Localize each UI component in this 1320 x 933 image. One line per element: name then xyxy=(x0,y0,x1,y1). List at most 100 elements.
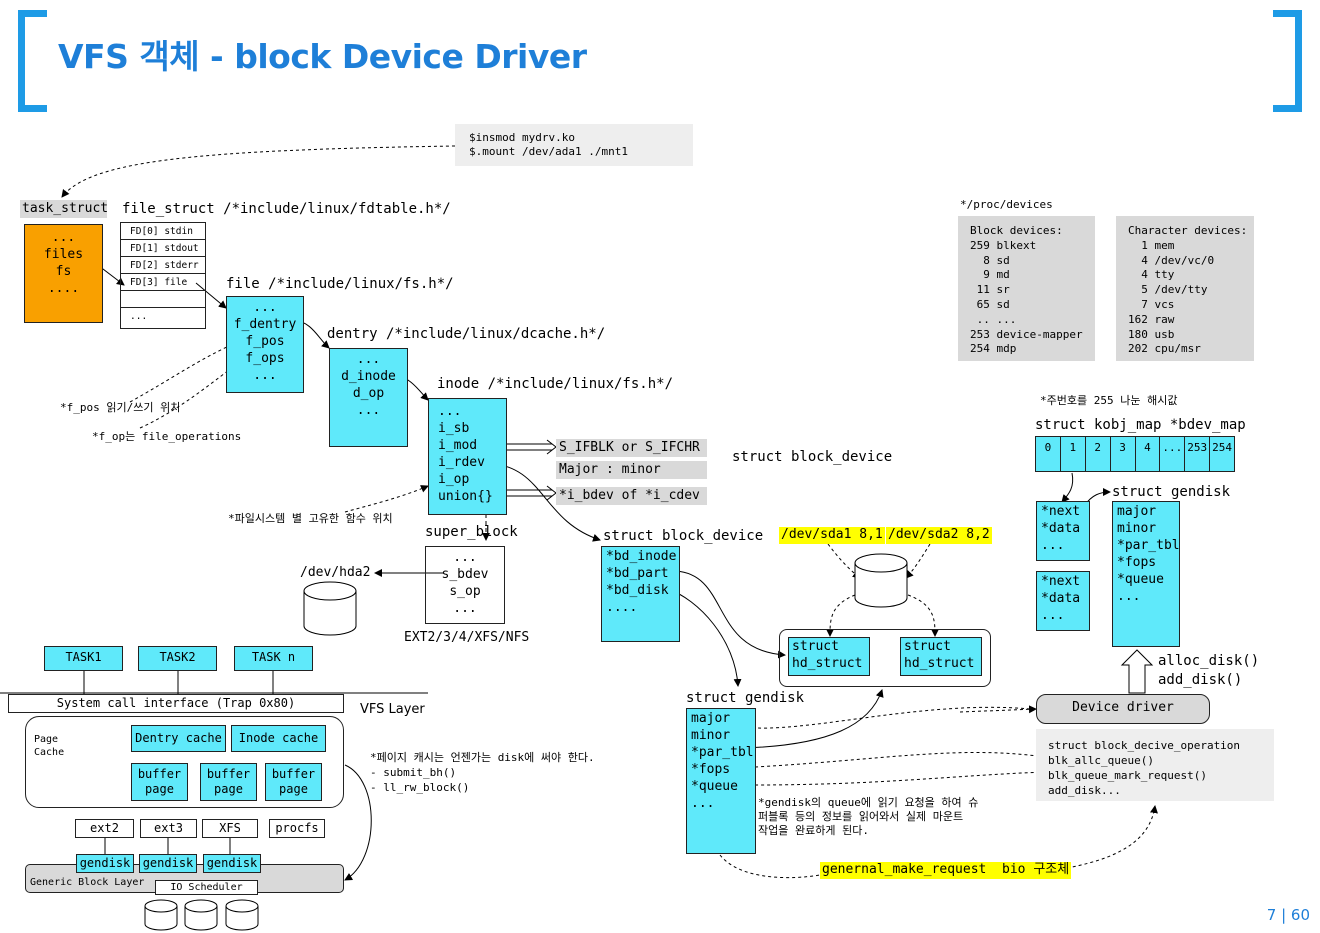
bdev-map-array: 0 1 2 3 4 ... 253 254 xyxy=(1035,436,1235,472)
block-devices-box: Block devices: 259 blkext 8 sd 9 md 11 s… xyxy=(958,216,1095,361)
block-device-box: *bd_inode *bd_part *bd_disk .... xyxy=(601,546,680,642)
vfs-layer-label: VFS Layer xyxy=(360,702,425,717)
probe-fields: *next *data ... xyxy=(1041,574,1081,623)
bdev-map-cell: 253 xyxy=(1185,437,1211,471)
f-op-note: *f_op는 file_operations xyxy=(92,430,242,443)
task-struct-box: ... files fs .... xyxy=(24,224,103,323)
char-devices-list: Character devices: 1 mem 4 /dev/vc/0 4 t… xyxy=(1128,224,1248,356)
task-box: TASK2 xyxy=(138,646,217,671)
fs-func-note: *파일시스템 별 고유한 함수 위치 xyxy=(228,512,393,525)
bdev-map-cell: 0 xyxy=(1036,437,1061,471)
probe-box-1: *next *data ... xyxy=(1036,501,1090,561)
kobj-map-label: struct kobj_map *bdev_map xyxy=(1035,417,1246,433)
fd-row: FD[3] file xyxy=(121,274,205,291)
super-block-label: super_block xyxy=(425,524,518,540)
page-number: 7 | 60 xyxy=(1266,906,1310,924)
inode-box: ... i_sb i_mod i_rdev i_op union{} xyxy=(428,398,507,515)
hd-struct-box-2: struct hd_struct xyxy=(900,637,982,676)
fs-type-box: procfs xyxy=(269,819,325,838)
page-title: VFS 객체 - block Device Driver xyxy=(58,37,587,76)
kobj-hash-note: *주번호를 255 나눈 해시값 xyxy=(1040,394,1178,407)
inode-label: inode /*include/linux/fs.h*/ xyxy=(437,376,674,392)
super-block-box: ... s_bdev s_op ... xyxy=(425,546,505,624)
page-cache-note: *페이지 캐시는 언젠가는 disk에 써야 한다. - submit_bh()… xyxy=(370,751,595,794)
gendisk-small-box: gendisk xyxy=(76,854,134,873)
buffer-page-box: buffer page xyxy=(200,763,257,801)
buffer-page-box: buffer page xyxy=(131,763,188,801)
cmd-to-task-arrow xyxy=(61,145,456,198)
fd-row: ... xyxy=(130,311,148,322)
hda2-disk-icon xyxy=(303,581,357,636)
dentry-box: ... d_inode d_op ... xyxy=(329,348,408,447)
block-device-label: struct block_device xyxy=(603,528,764,544)
bdev-map-cell: 4 xyxy=(1136,437,1161,471)
char-devices-box: Character devices: 1 mem 4 /dev/vc/0 4 t… xyxy=(1116,216,1254,361)
file-box: ... f_dentry f_pos f_ops ... xyxy=(226,296,304,393)
task-struct-label: task_struct xyxy=(20,200,109,218)
buffer-page-box: buffer page xyxy=(265,763,322,801)
cmd-line-2: $.mount /dev/ada1 ./mnt1 xyxy=(469,145,628,158)
io-scheduler-box: IO Scheduler xyxy=(155,880,258,895)
fs-type-box: ext3 xyxy=(140,819,197,838)
hd-struct-container xyxy=(779,629,991,687)
sda-disk-icon xyxy=(854,553,908,608)
fd-row: FD[2] stderr xyxy=(121,257,205,274)
fs-type-box: XFS xyxy=(202,819,258,838)
inode-cache-box: Inode cache xyxy=(231,725,326,752)
left-bracket-decoration xyxy=(18,10,47,112)
gendisk-note: *gendisk의 queue에 읽기 요청을 하여 슈 퍼블록 등의 정보를 … xyxy=(758,796,979,837)
hda2-label: /dev/hda2 xyxy=(300,565,371,580)
probe-box-2: *next *data ... xyxy=(1036,571,1090,631)
alloc-disk-label: alloc_disk() add_disk() xyxy=(1158,653,1260,688)
inode-rdev-tag: Major : minor xyxy=(556,461,707,479)
gendisk-label: struct gendisk xyxy=(686,690,805,706)
hd-struct-text: struct hd_struct xyxy=(904,639,975,671)
bdev-map-cell: ... xyxy=(1160,437,1186,471)
dentry-fields: ... d_inode d_op ... xyxy=(341,352,396,418)
gendisk-fields: major minor *par_tbl *fops *queue ... xyxy=(691,711,754,811)
page-cache-region: Page Cache xyxy=(25,716,344,808)
struct-block-device-note: struct block_device xyxy=(732,449,893,465)
hd-struct-text: struct hd_struct xyxy=(792,639,863,671)
syscall-interface: System call interface (Trap 0x80) xyxy=(8,694,344,713)
inode-union-tag: *i_bdev of *i_cdev xyxy=(556,487,707,505)
probe-fields: *next *data ... xyxy=(1041,504,1081,553)
bdev-map-cell: 3 xyxy=(1111,437,1136,471)
fd-row xyxy=(121,291,205,308)
page-cache-label: Page Cache xyxy=(34,734,65,758)
right-bracket-decoration xyxy=(1273,10,1302,112)
fs-type-list: EXT2/3/4/XFS/NFS xyxy=(404,630,530,645)
super-block-fields: ... s_bdev s_op ... xyxy=(441,550,489,616)
inode-mode-tag: S_IFBLK or S_IFCHR xyxy=(556,439,707,457)
hd-struct-box-1: struct hd_struct xyxy=(788,637,870,676)
cmd-line-1: $insmod mydrv.ko xyxy=(469,131,575,144)
block-device-fields: *bd_inode *bd_part *bd_disk .... xyxy=(606,549,677,615)
f-pos-note: *f_pos 읽기/쓰기 위치 xyxy=(60,401,181,414)
generic-block-label: Generic Block Layer xyxy=(30,877,145,888)
gendisk-small-box: gendisk xyxy=(203,854,261,873)
gendisk-right-box: major minor *par_tbl *fops *queue ... xyxy=(1112,501,1180,647)
file-struct-label: file_struct /*include/linux/fdtable.h*/ xyxy=(122,201,451,217)
gendisk-box: major minor *par_tbl *fops *queue ... xyxy=(686,708,756,854)
fd-row: FD[1] stdout xyxy=(121,240,205,257)
gendisk-small-box: gendisk xyxy=(139,854,197,873)
file-fields: ... f_dentry f_pos f_ops ... xyxy=(233,300,297,383)
physical-disk-icons xyxy=(144,899,259,931)
dentry-cache-box: Dentry cache xyxy=(131,725,226,752)
device-driver-box: Device driver xyxy=(1036,694,1210,724)
block-ops-box: struct block_decive_operation blk_allc_q… xyxy=(1036,729,1274,801)
task-box: TASK1 xyxy=(44,646,123,671)
bdev-map-cell: 1 xyxy=(1061,437,1086,471)
task-box: TASK n xyxy=(234,646,313,671)
mount-command-box: $insmod mydrv.ko $.mount /dev/ada1 ./mnt… xyxy=(455,124,693,166)
proc-devices-label: */proc/devices xyxy=(960,198,1053,211)
fd-row: FD[0] stdin xyxy=(121,223,205,240)
sda2-label: /dev/sda2 8,2 xyxy=(886,527,992,544)
gendisk-right-label: struct gendisk xyxy=(1112,484,1231,500)
bdev-map-cell: 2 xyxy=(1086,437,1111,471)
dentry-label: dentry /*include/linux/dcache.h*/ xyxy=(327,326,606,342)
general-make-request-label: genernal_make_request bio 구조체 xyxy=(820,862,1072,879)
block-ops-list: struct block_decive_operation blk_allc_q… xyxy=(1048,739,1241,797)
bdev-map-cell: 254 xyxy=(1212,441,1232,454)
